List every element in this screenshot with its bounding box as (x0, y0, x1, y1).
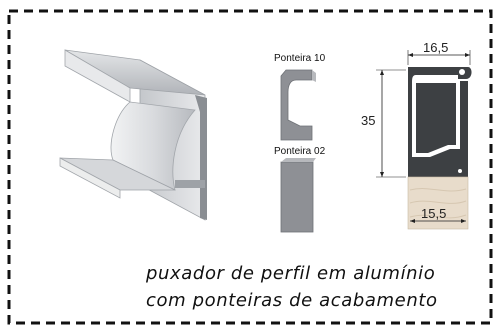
ponteira-02-label: Ponteira 02 (274, 146, 326, 157)
aluminium-profile-3d-image (59, 49, 207, 221)
caption-line-2: com ponteiras de acabamento (146, 290, 438, 311)
dimension-height: 35 (361, 113, 376, 128)
dimension-top-width: 16,5 (423, 40, 449, 55)
profile-section-drawing (376, 50, 472, 230)
dimension-bottom-width: 15,5 (421, 206, 447, 221)
ponteira-02-end-cap-image (280, 158, 316, 233)
caption-line-1: puxador de perfil em alumínio (146, 263, 436, 284)
ponteira-10-label: Ponteira 10 (274, 53, 326, 64)
ponteira-10-end-cap-image (280, 69, 316, 141)
